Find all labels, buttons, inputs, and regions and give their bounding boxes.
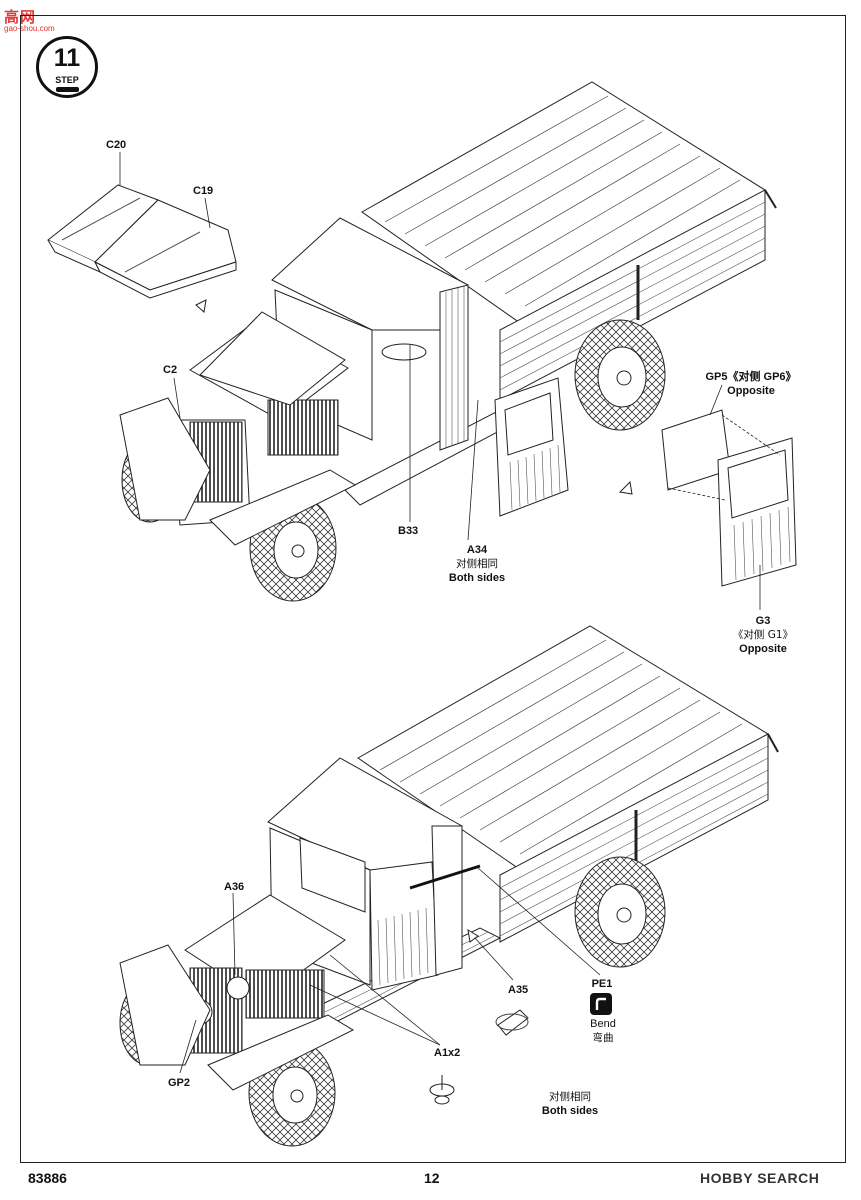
top-leader-lines — [119, 152, 781, 610]
step-word: STEP — [55, 75, 79, 85]
label-pe1-group: PE1 — [585, 977, 619, 991]
label-gp5: GP5《对侧 GP6》 — [705, 371, 797, 383]
top-truck-drawing — [47, 81, 797, 610]
label-g3-cn: 《对侧 G1》 — [732, 629, 794, 641]
page-number: 12 — [424, 1170, 440, 1186]
top-cargo-bed — [361, 81, 777, 401]
part-a34-door — [494, 377, 569, 517]
label-a35: A35 — [508, 984, 529, 996]
watermark-logo: 高网 — [4, 8, 37, 26]
label-a34: A34 — [466, 544, 488, 556]
label-b33: B33 — [398, 525, 419, 537]
part-a1 — [429, 1075, 455, 1105]
step-tank-icon — [56, 87, 79, 92]
label-g3-group: G3 《对侧 G1》 Opposite — [718, 614, 808, 656]
label-a1x2: A1x2 — [434, 1047, 461, 1059]
bend-icon — [590, 993, 612, 1015]
product-code: 83886 — [28, 1170, 67, 1186]
part-c19 — [93, 199, 237, 299]
page-frame — [20, 15, 846, 1163]
watermark-url: gao-shou.com — [4, 24, 55, 33]
label-gp5-group: GP5《对侧 GP6》 Opposite — [696, 370, 806, 398]
label-bend-cn: 弯曲 — [592, 1032, 614, 1044]
label-bend-en: Bend — [590, 1018, 616, 1030]
label-gp5-en: Opposite — [727, 385, 775, 397]
label-a36: A36 — [224, 881, 245, 893]
bottom-cargo-bed — [357, 625, 779, 943]
step-number: 11 — [53, 44, 81, 72]
label-c2: C2 — [163, 364, 178, 376]
part-g3-door — [717, 437, 797, 587]
arrow-icon — [618, 480, 633, 495]
top-rear-wheel — [574, 319, 666, 431]
bottom-cab — [267, 757, 481, 991]
part-a35 — [495, 1009, 529, 1036]
label-bottom-both-sides: 对侧相同 Both sides — [538, 1090, 602, 1118]
bottom-rear-wheel — [574, 856, 666, 968]
label-bottom-cn: 对侧相同 — [549, 1091, 591, 1103]
label-a34-group: A34 对侧相同 Both sides — [446, 543, 508, 585]
label-gp2: GP2 — [168, 1077, 191, 1089]
arrow-icon — [195, 299, 207, 313]
bottom-truck-drawing — [119, 625, 779, 1147]
label-bend-group: Bend 弯曲 — [584, 1017, 622, 1045]
part-c2 — [199, 311, 346, 406]
label-g3-en: Opposite — [739, 643, 787, 655]
label-bottom-en: Both sides — [541, 1105, 599, 1117]
label-g3: G3 — [755, 615, 771, 627]
label-c19: C19 — [193, 185, 214, 197]
bottom-leader-lines — [179, 867, 601, 1074]
label-a34-cn: 对侧相同 — [456, 558, 498, 570]
step-badge: 11 STEP — [36, 36, 98, 98]
label-pe1: PE1 — [591, 978, 613, 990]
label-c20: C20 — [106, 139, 127, 151]
hobby-search-logo: HOBBY SEARCH — [700, 1170, 820, 1186]
label-a34-en: Both sides — [448, 572, 506, 584]
